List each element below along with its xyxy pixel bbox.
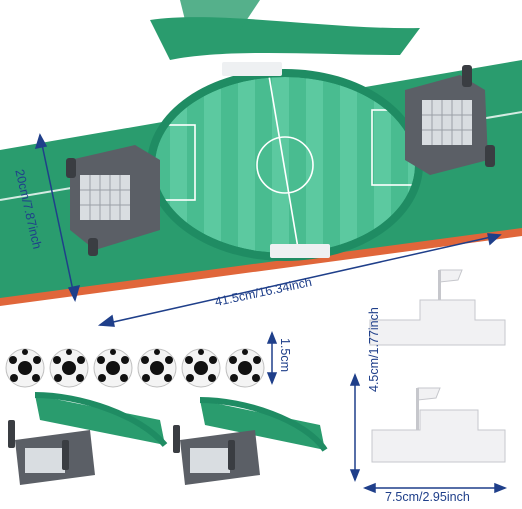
ball-icon	[137, 348, 177, 388]
right-goal	[405, 65, 495, 175]
football-table	[147, 62, 423, 261]
goal-width-label: 7.5cm/2.95inch	[385, 490, 470, 504]
dimension-arrows	[34, 133, 508, 494]
ball-icon	[225, 348, 265, 388]
goal-bracket-bottom	[371, 387, 506, 463]
bottom-bracket	[270, 244, 330, 258]
orange-line	[0, 228, 522, 306]
left-goal	[66, 145, 160, 256]
ball-icon	[49, 348, 89, 388]
small-goal-right	[173, 397, 328, 485]
ball-icon	[181, 348, 221, 388]
goal-bracket-top	[369, 269, 506, 346]
balls	[5, 348, 265, 388]
ball-icon	[5, 348, 45, 388]
ball-size-label: 1.5cm	[278, 338, 292, 373]
top-bracket	[222, 62, 282, 76]
small-goal-left	[8, 392, 168, 485]
goal-height-label: 4.5cm/1.77inch	[367, 307, 381, 392]
ball-icon	[93, 348, 133, 388]
